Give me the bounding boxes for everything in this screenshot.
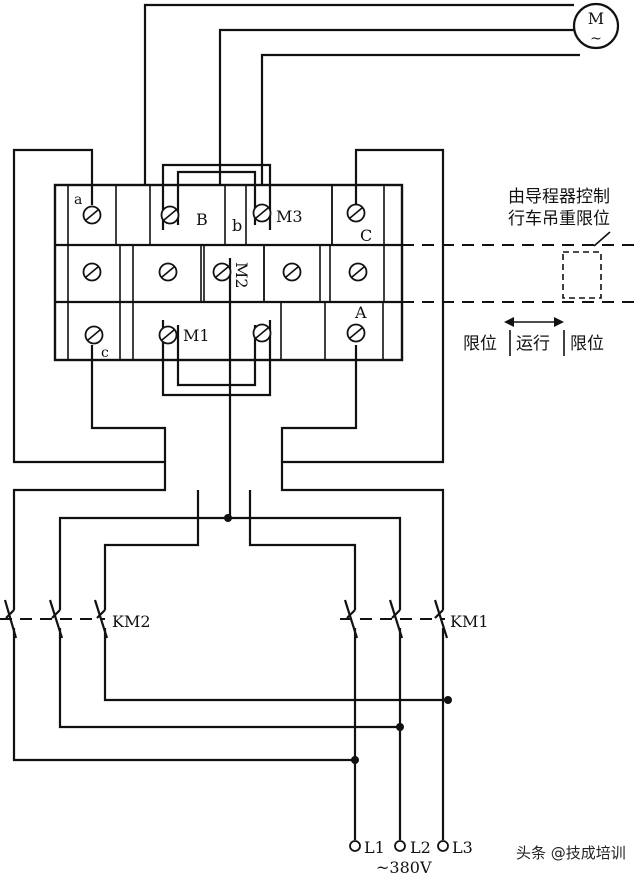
motor-label: M: [588, 9, 604, 28]
contactor-km2: KM2: [0, 599, 448, 762]
screw-mid-5: [348, 262, 368, 282]
jumper-links: [161, 163, 272, 520]
screw-C: [346, 203, 366, 223]
note-line-2: 行车吊重限位: [508, 209, 610, 229]
km2-label: KM2: [112, 612, 151, 631]
supply-terminals: L1 L2 L3 ~380V: [349, 838, 473, 876]
control-wiring: [12, 148, 445, 610]
screw-a: [82, 205, 102, 225]
screw-M3: [252, 203, 272, 223]
supply-voltage: ~380V: [376, 858, 432, 876]
supply-l3: L3: [452, 838, 473, 857]
limit-actuator: 由导程器控制 行车吊重限位: [402, 187, 640, 303]
km1-label: KM1: [450, 612, 489, 631]
screw-A: [346, 323, 366, 343]
travel-limit-left: 限位: [463, 334, 497, 354]
screw-b2: [252, 323, 272, 343]
screw-M1: [158, 325, 178, 345]
terminal-label-a: a: [74, 192, 82, 208]
watermark: 头条 @技成培训: [516, 844, 626, 862]
screw-mid-4: [282, 262, 302, 282]
terminal-label-M1: M1: [183, 326, 210, 345]
screw-c: [84, 325, 104, 345]
screw-mid-2: [158, 262, 178, 282]
travel-limit-right: 限位: [570, 334, 604, 354]
terminal-label-M2: M2: [232, 262, 251, 289]
terminal-label-M3: M3: [276, 207, 303, 226]
contactor-km1: KM1: [340, 599, 489, 840]
terminal-label-C: C: [360, 226, 372, 245]
terminal-label-B: B: [196, 210, 208, 229]
screw-mid-1: [82, 262, 102, 282]
motor: M ~: [572, 2, 620, 50]
terminal-label-c: c: [101, 345, 109, 361]
terminal-labels: a B b M3 C M2 c M1 A: [74, 192, 372, 361]
note-line-1: 由导程器控制: [508, 187, 610, 207]
screw-M2: [212, 262, 232, 282]
travel-indicator: 限位 运行 限位: [463, 317, 604, 356]
motor-leads: [143, 3, 580, 210]
screw-B: [160, 205, 180, 225]
supply-l1: L1: [364, 838, 385, 857]
travel-running: 运行: [516, 334, 550, 354]
motor-ac-symbol: ~: [590, 31, 602, 47]
supply-l2: L2: [410, 838, 431, 857]
terminal-label-A: A: [354, 303, 367, 322]
limit-switch-body: [53, 183, 404, 362]
terminal-screws: [82, 203, 368, 345]
terminal-label-b: b: [232, 216, 242, 235]
